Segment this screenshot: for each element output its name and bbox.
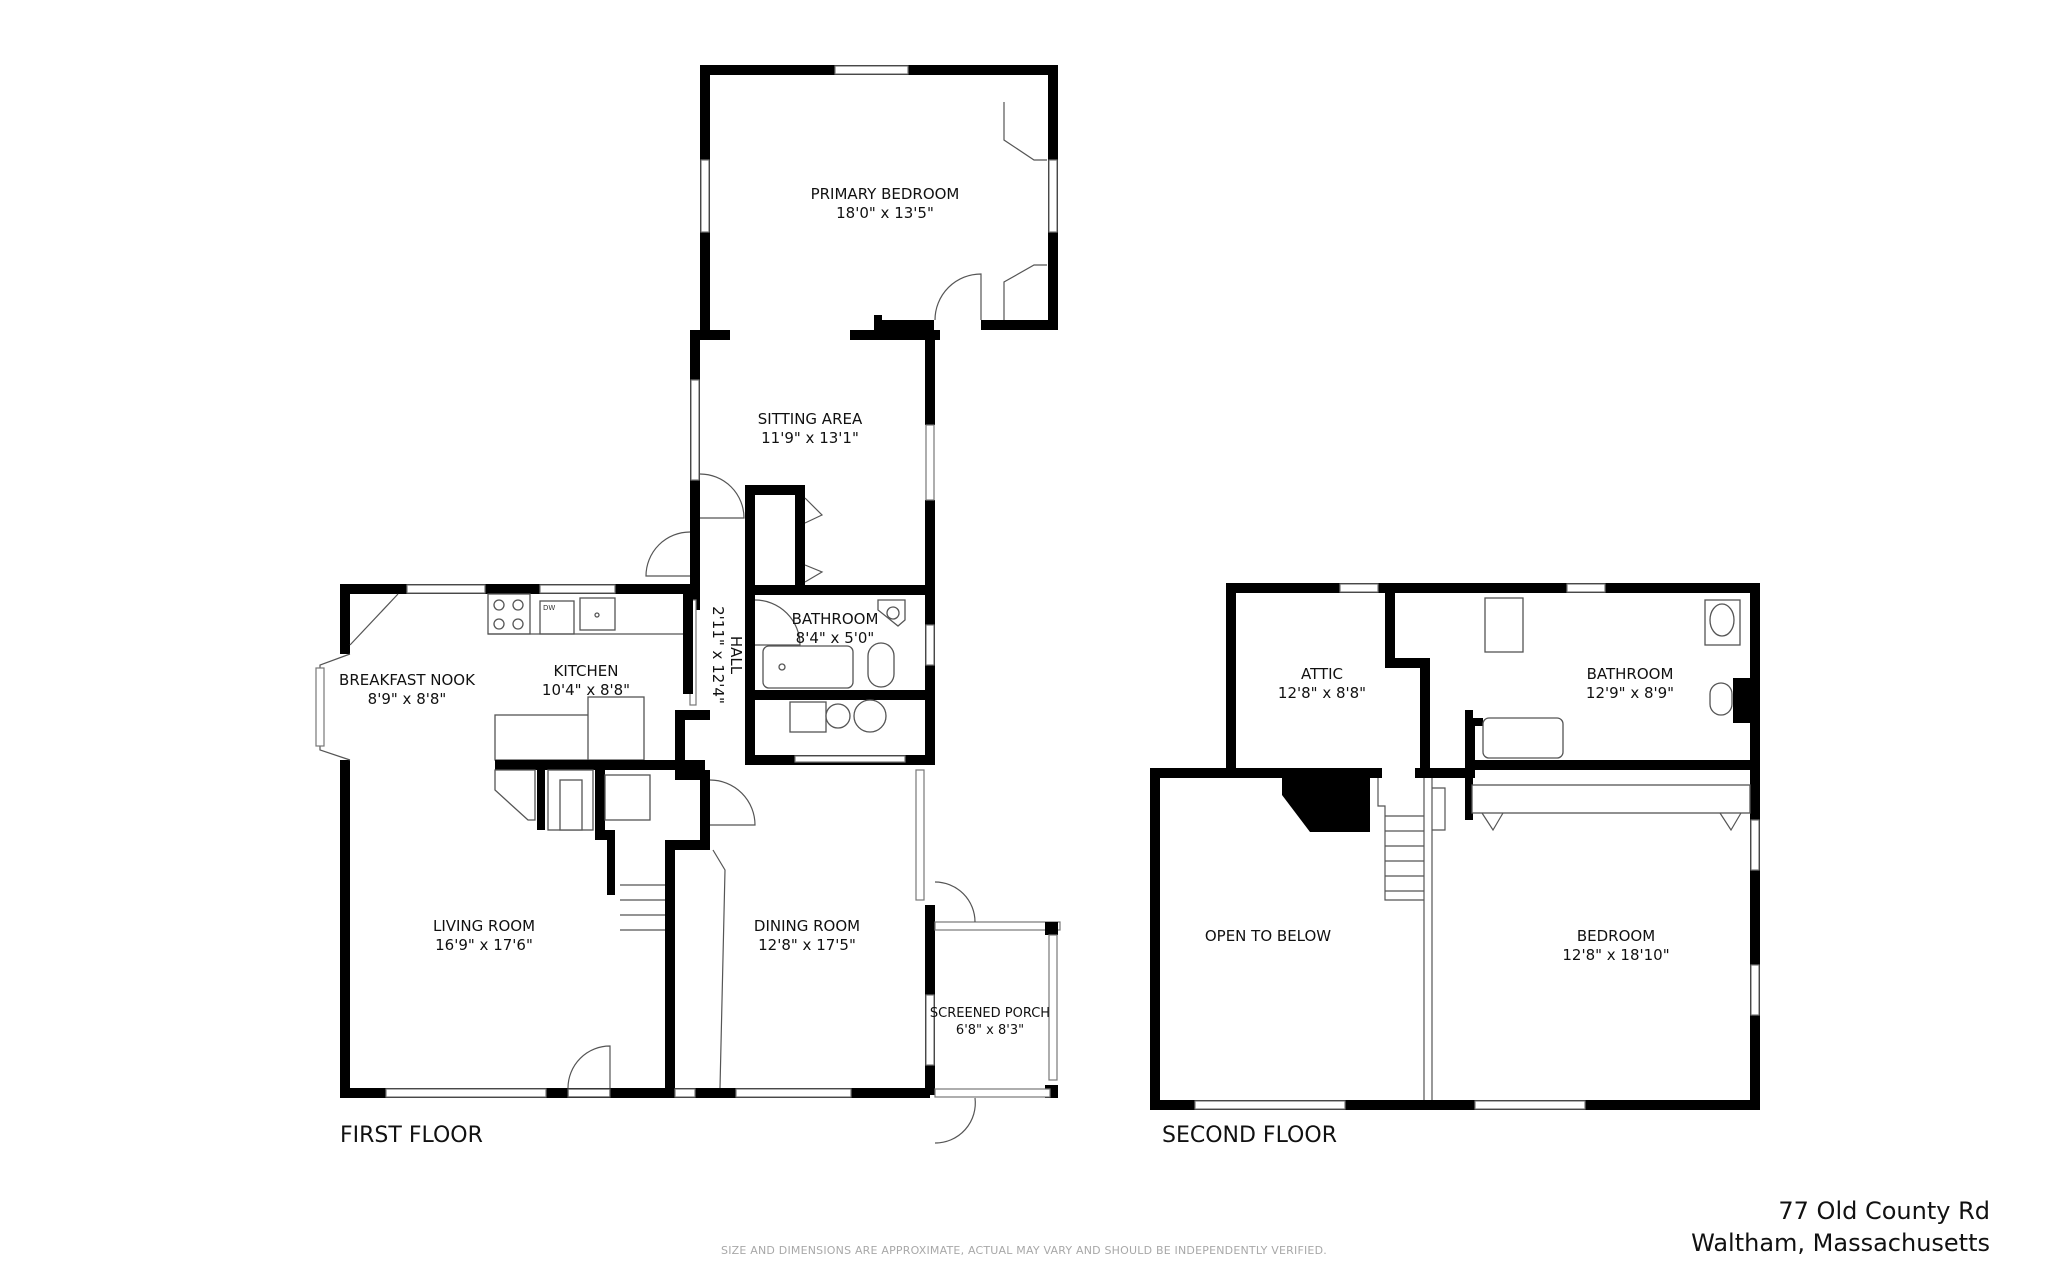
room-dims-sitting-area: 11'9" x 13'1" <box>761 429 859 447</box>
room-name-attic: ATTIC <box>1301 665 1343 683</box>
living-dining-walls <box>340 769 935 1098</box>
property-address: 77 Old County Rd Waltham, Massachusetts <box>1691 1195 1990 1259</box>
second-floor-plan: ATTIC 12'8" x 8'8" BATHROOM 12'9" x 8'9"… <box>1150 583 1760 1148</box>
room-dims-bathroom-2: 12'9" x 8'9" <box>1586 684 1674 702</box>
room-name-dining-room: DINING ROOM <box>754 917 860 935</box>
room-dims-bedroom: 12'8" x 18'10" <box>1562 946 1669 964</box>
kitchen-walls: DW <box>315 584 705 1098</box>
room-dims-primary-bedroom: 18'0" x 13'5" <box>836 204 934 222</box>
primary-bedroom-walls <box>700 65 1058 330</box>
room-name-primary-bedroom: PRIMARY BEDROOM <box>811 185 960 203</box>
room-name-bathroom-2: BATHROOM <box>1587 665 1674 683</box>
bathroom-1-fixtures <box>745 599 935 765</box>
room-dims-bathroom-1: 8'4" x 5'0" <box>796 629 875 647</box>
room-dims-living-room: 16'9" x 17'6" <box>435 936 533 954</box>
room-dims-kitchen: 10'4" x 8'8" <box>542 681 630 699</box>
fireplace-and-stairs <box>494 769 756 1098</box>
room-dims-breakfast-nook: 8'9" x 8'8" <box>368 690 447 708</box>
room-name-bathroom-1: BATHROOM <box>792 610 879 628</box>
room-dims-attic: 12'8" x 8'8" <box>1278 684 1366 702</box>
address-street: 77 Old County Rd <box>1778 1197 1990 1225</box>
room-dims-screened-porch: 6'8" x 8'3" <box>956 1023 1024 1038</box>
room-name-living-room: LIVING ROOM <box>433 917 535 935</box>
room-name-screened-porch: SCREENED PORCH <box>930 1006 1050 1021</box>
dimensions-disclaimer: SIZE AND DIMENSIONS ARE APPROXIMATE, ACT… <box>721 1244 1327 1257</box>
screened-porch-walls <box>934 881 1061 1144</box>
first-floor-label: FIRST FLOOR <box>340 1123 483 1148</box>
room-name-open-to-below: OPEN TO BELOW <box>1205 927 1331 945</box>
room-name-hall: HALL <box>727 636 745 675</box>
second-floor-label: SECOND FLOOR <box>1162 1123 1337 1148</box>
room-name-sitting-area: SITTING AREA <box>758 410 863 428</box>
room-name-breakfast-nook: BREAKFAST NOOK <box>339 671 476 689</box>
room-dims-dining-room: 12'8" x 17'5" <box>758 936 856 954</box>
address-city: Waltham, Massachusetts <box>1691 1229 1990 1257</box>
room-dims-hall: 2'11" x 12'4" <box>709 606 727 704</box>
first-floor-plan: DW <box>315 65 1061 1148</box>
dishwasher-label: DW <box>543 604 555 612</box>
room-name-kitchen: KITCHEN <box>554 662 619 680</box>
room-name-bedroom: BEDROOM <box>1577 927 1655 945</box>
